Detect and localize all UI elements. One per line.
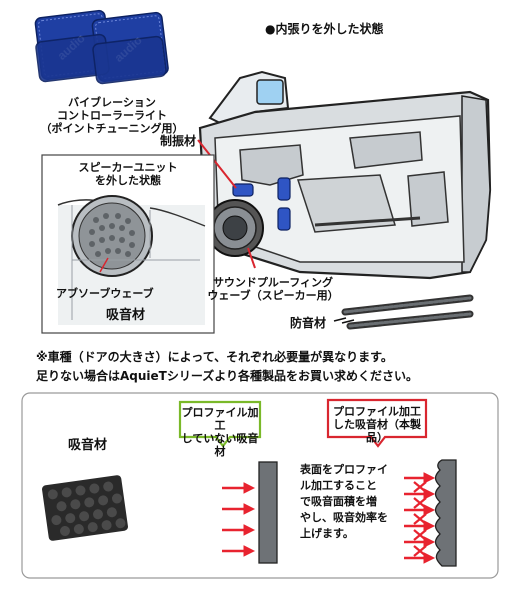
soundproofing-wave-line2: ウェーブ（スピーカー用） xyxy=(207,289,339,302)
car-door-drawing xyxy=(197,70,492,280)
vibration-controller-label-line2: コントローラーライト xyxy=(57,109,167,122)
comparison-absorb-label: 吸音材 xyxy=(68,438,108,453)
profile-description-line3: で吸音面積を増 xyxy=(300,495,377,508)
incoming-sound-arrows xyxy=(222,482,256,557)
speaker-inset-title-line2: を外した状態 xyxy=(95,174,161,187)
note-line-1: ※車種（ドアの大きさ）によって、それぞれ必要量が異なります。 xyxy=(36,350,393,364)
processed-callout: プロファイル加工 した吸音材（本製品） xyxy=(328,405,426,444)
profile-description-line5: 上げます。 xyxy=(300,527,354,540)
sound-barrier-strips xyxy=(333,294,474,330)
vibration-controller-label: バイブレーション コントローラーライト （ポイントチューニング用） xyxy=(24,96,200,135)
absorb-material-label: 吸音材 xyxy=(106,308,146,323)
unprocessed-callout-line1: プロファイル加工 xyxy=(181,406,259,432)
vibration-controller-packages: audio audio xyxy=(34,9,169,85)
soundproofing-wave-label: サウンドプルーフィング ウェーブ（スピーカー用） xyxy=(198,276,348,302)
speaker-inset-title-line1: スピーカーユニット xyxy=(78,161,178,174)
absorbed-sound-arrows xyxy=(404,472,436,564)
soundproofing-wave-line1: サウンドプルーフィング xyxy=(212,276,334,289)
vibration-controller-label-line3: （ポイントチューニング用） xyxy=(40,122,184,135)
speaker-inset-title: スピーカーユニット を外した状態 xyxy=(50,161,206,187)
absorb-wave-label: アブソーブウェーブ xyxy=(56,287,154,300)
profile-description-line1: 表面をプロファイ xyxy=(300,463,388,476)
page-title: ●内張りを外した状態 xyxy=(265,22,384,36)
damping-material-label: 制振材 xyxy=(160,134,197,148)
comparison-box-drawing xyxy=(21,392,499,579)
profile-description-line4: やし、吸音効率を xyxy=(300,511,388,524)
speaker-inset-drawing xyxy=(41,154,215,334)
processed-callout-line1: プロファイル加工 xyxy=(333,405,421,418)
sound-barrier-label: 防音材 xyxy=(290,316,327,330)
unprocessed-callout-line2: していない吸音材 xyxy=(181,432,259,458)
unprocessed-callout: プロファイル加工 していない吸音材 xyxy=(180,406,260,458)
note-line-2: 足りない場合はAquieTシリーズより各種製品をお買い求めください。 xyxy=(36,369,419,383)
vibration-controller-label-line1: バイブレーション xyxy=(68,96,156,109)
profile-description: 表面をプロファイ ル加工すること で吸音面積を増 やし、吸音効率を 上げます。 xyxy=(300,462,388,542)
processed-callout-line2: した吸音材（本製品） xyxy=(333,418,421,444)
profile-description-line2: ル加工すること xyxy=(300,479,377,492)
